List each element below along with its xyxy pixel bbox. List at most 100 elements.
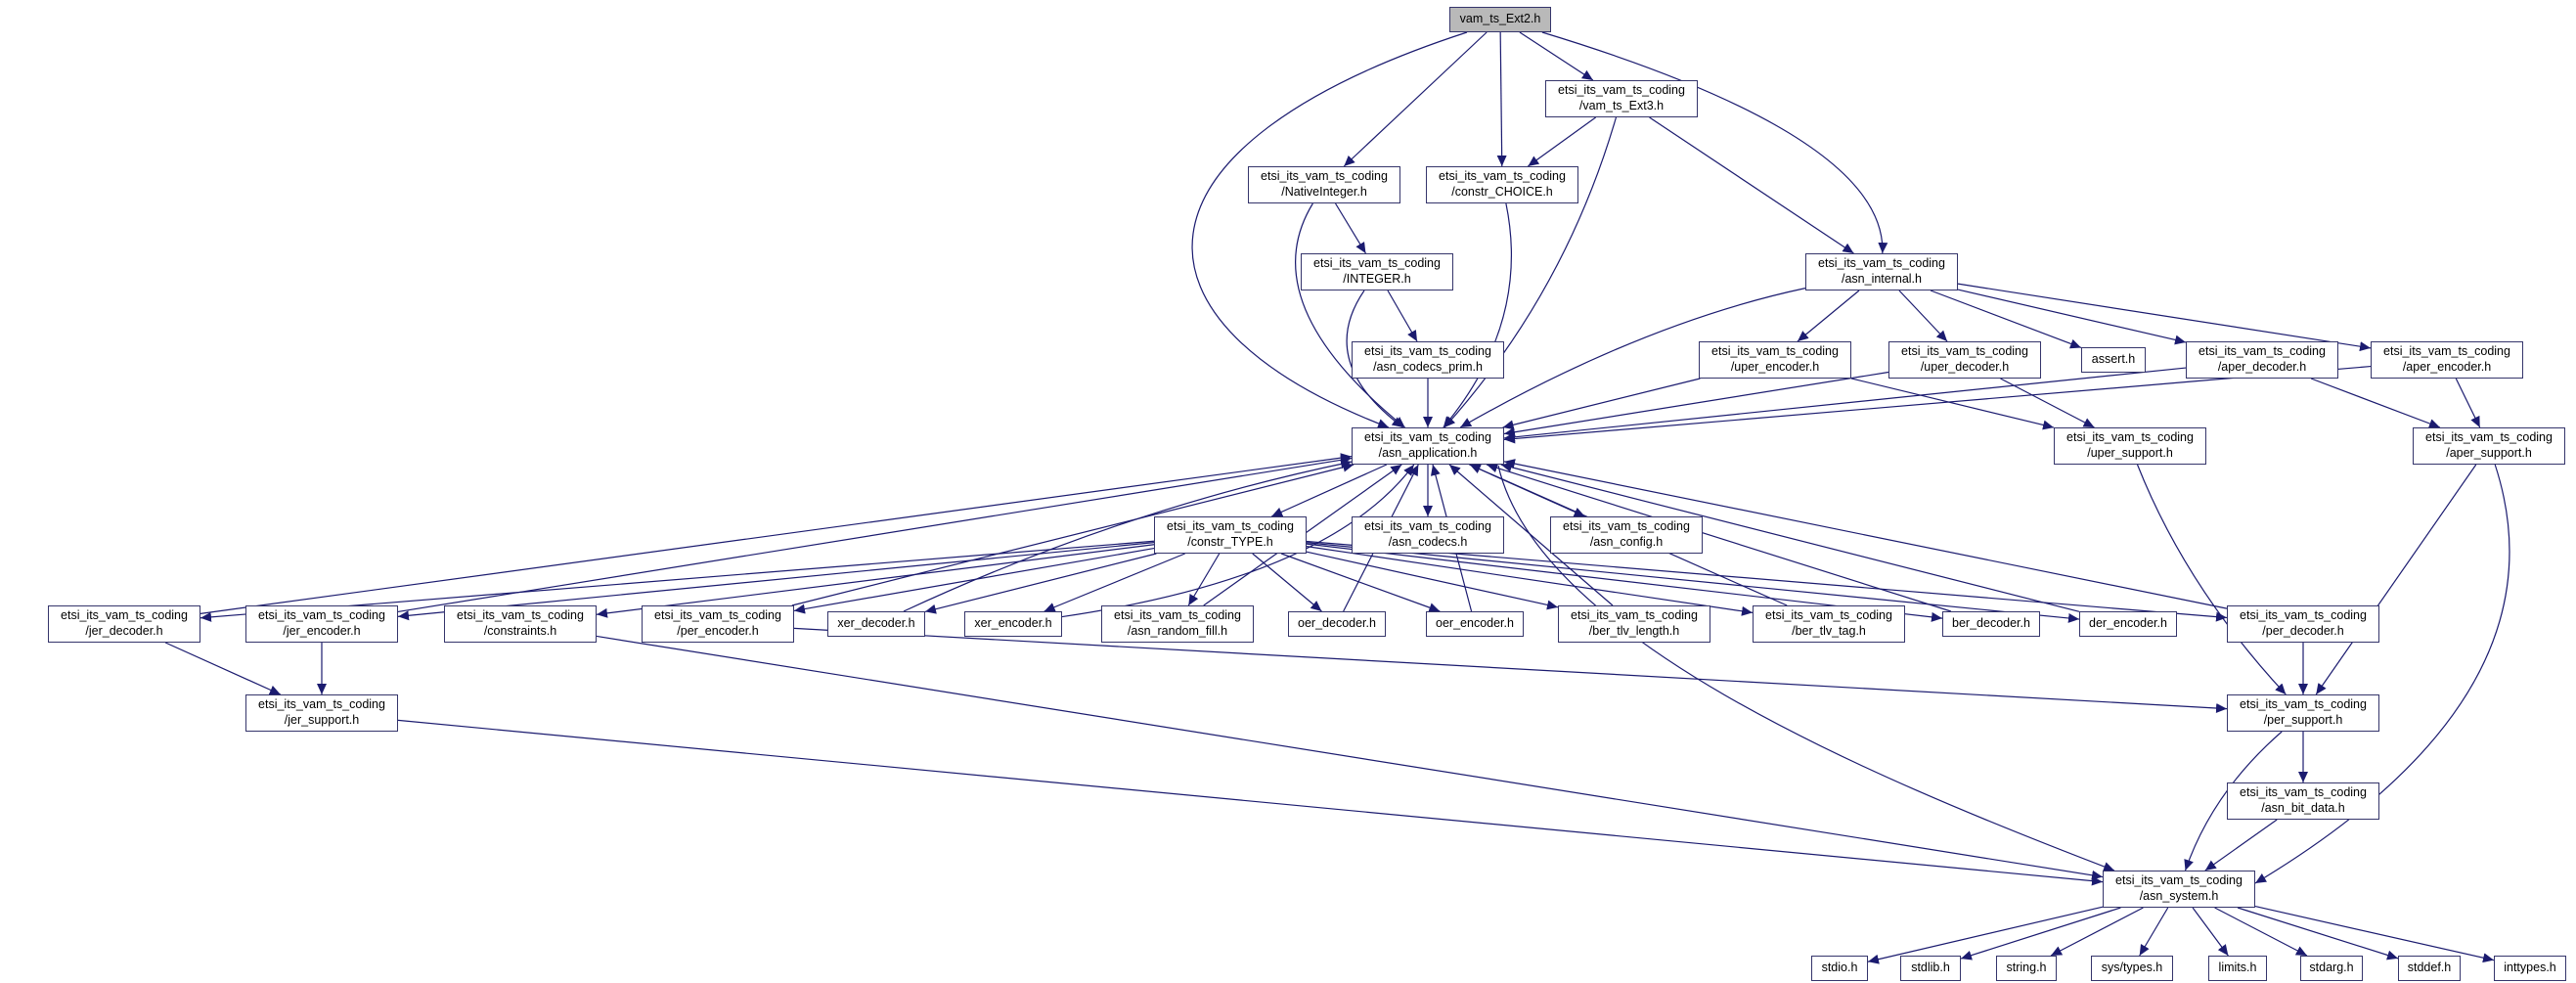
include-edge-jer_decoder_h-to-jer_support_h <box>164 642 282 695</box>
graph-node-constr_TYPE_h[interactable]: etsi_its_vam_ts_coding/constr_TYPE.h <box>1154 516 1307 554</box>
graph-node-xer_decoder_h[interactable]: xer_decoder.h <box>827 611 925 637</box>
include-edge-constraints_h-to-asn_system_h <box>596 635 2104 880</box>
graph-node-label-line: etsi_its_vam_ts_coding <box>1364 430 1491 445</box>
graph-node-label-line: etsi_its_vam_ts_coding <box>2240 697 2367 712</box>
include-edge-asn_internal_h-to-assert_h <box>1930 290 2082 349</box>
graph-node-label-line: etsi_its_vam_ts_coding <box>1765 608 1892 623</box>
graph-node-NativeInteger_h[interactable]: etsi_its_vam_ts_coding/NativeInteger.h <box>1248 166 1400 203</box>
graph-node-inttypes_h[interactable]: inttypes.h <box>2494 956 2566 981</box>
graph-node-asn_random_fill_h[interactable]: etsi_its_vam_ts_coding/asn_random_fill.h <box>1101 605 1254 643</box>
include-edge-asn_system_h-to-string_h <box>2050 907 2144 957</box>
graph-node-label-line: vam_ts_Ext2.h <box>1459 12 1541 26</box>
include-edge-aper_encoder_h-to-asn_application_h <box>1503 365 2372 444</box>
include-edge-per_decoder_h-to-asn_application_h <box>1503 459 2228 609</box>
graph-node-stdlib_h[interactable]: stdlib.h <box>1900 956 1961 981</box>
include-edge-constr_TYPE_h-to-ber_tlv_length_h <box>1306 551 1559 610</box>
graph-node-vam_ts_Ext2_h[interactable]: vam_ts_Ext2.h <box>1449 7 1551 32</box>
graph-node-stdarg_h[interactable]: stdarg.h <box>2300 956 2363 981</box>
graph-node-constraints_h[interactable]: etsi_its_vam_ts_coding/constraints.h <box>444 605 597 643</box>
graph-node-stdio_h[interactable]: stdio.h <box>1811 956 1868 981</box>
include-edge-asn_internal_h-to-uper_encoder_h <box>1797 290 1860 342</box>
include-edge-aper_support_h-to-per_support_h <box>2315 464 2477 695</box>
graph-node-label-line: etsi_its_vam_ts_coding <box>457 608 584 623</box>
graph-node-jer_support_h[interactable]: etsi_its_vam_ts_coding/jer_support.h <box>245 694 398 732</box>
include-edge-asn_system_h-to-stdio_h <box>1867 906 2104 964</box>
graph-node-label-line: /aper_decoder.h <box>2217 360 2307 374</box>
graph-node-label-line: etsi_its_vam_ts_coding <box>1563 519 1690 534</box>
graph-node-label-line: /constr_CHOICE.h <box>1451 185 1553 199</box>
graph-node-per_encoder_h[interactable]: etsi_its_vam_ts_coding/per_encoder.h <box>642 605 794 643</box>
graph-node-sys_types_h[interactable]: sys/types.h <box>2091 956 2173 981</box>
include-edge-asn_internal_h-to-aper_encoder_h <box>1957 283 2372 352</box>
graph-node-uper_decoder_h[interactable]: etsi_its_vam_ts_coding/uper_decoder.h <box>1888 341 2041 379</box>
graph-node-label-line: /INTEGER.h <box>1343 272 1411 286</box>
graph-node-label-line: sys/types.h <box>2101 961 2163 975</box>
graph-node-INTEGER_h[interactable]: etsi_its_vam_ts_coding/INTEGER.h <box>1301 253 1453 290</box>
graph-node-asn_codecs_prim_h[interactable]: etsi_its_vam_ts_coding/asn_codecs_prim.h <box>1352 341 1504 379</box>
graph-node-per_decoder_h[interactable]: etsi_its_vam_ts_coding/per_decoder.h <box>2227 605 2379 643</box>
graph-node-aper_encoder_h[interactable]: etsi_its_vam_ts_coding/aper_encoder.h <box>2371 341 2523 379</box>
graph-node-asn_bit_data_h[interactable]: etsi_its_vam_ts_coding/asn_bit_data.h <box>2227 782 2379 820</box>
graph-node-label-line: etsi_its_vam_ts_coding <box>1439 169 1566 184</box>
include-edge-constr_TYPE_h-to-ber_tlv_tag_h <box>1306 546 1754 616</box>
graph-node-jer_decoder_h[interactable]: etsi_its_vam_ts_coding/jer_decoder.h <box>48 605 200 643</box>
graph-node-label-line: /aper_encoder.h <box>2402 360 2492 374</box>
graph-node-ber_tlv_tag_h[interactable]: etsi_its_vam_ts_coding/ber_tlv_tag.h <box>1753 605 1905 643</box>
graph-node-aper_support_h[interactable]: etsi_its_vam_ts_coding/aper_support.h <box>2413 427 2565 465</box>
graph-node-label-line: /asn_codecs.h <box>1388 535 1468 549</box>
graph-node-uper_support_h[interactable]: etsi_its_vam_ts_coding/uper_support.h <box>2054 427 2206 465</box>
graph-node-per_support_h[interactable]: etsi_its_vam_ts_coding/per_support.h <box>2227 694 2379 732</box>
graph-node-asn_codecs_h[interactable]: etsi_its_vam_ts_coding/asn_codecs.h <box>1352 516 1504 554</box>
graph-node-label-line: oer_encoder.h <box>1436 616 1514 631</box>
graph-node-label-line: /ber_tlv_length.h <box>1588 624 1680 638</box>
graph-node-label-line: limits.h <box>2218 961 2257 975</box>
include-edge-constr_TYPE_h-to-oer_decoder_h <box>1252 553 1322 612</box>
include-edge-asn_internal_h-to-aper_decoder_h <box>1957 289 2187 345</box>
graph-node-label-line: etsi_its_vam_ts_coding <box>1114 608 1241 623</box>
graph-node-ber_tlv_length_h[interactable]: etsi_its_vam_ts_coding/ber_tlv_length.h <box>1558 605 1710 643</box>
graph-node-label-line: /per_decoder.h <box>2262 624 2344 638</box>
graph-node-ber_decoder_h[interactable]: ber_decoder.h <box>1942 611 2040 637</box>
graph-node-label-line: etsi_its_vam_ts_coding <box>1364 519 1491 534</box>
graph-node-label-line: etsi_its_vam_ts_coding <box>1364 344 1491 359</box>
include-edge-vam_ts_Ext3_h-to-constr_CHOICE_h <box>1527 116 1597 167</box>
include-edge-asn_bit_data_h-to-asn_system_h <box>2204 819 2278 871</box>
graph-node-stddef_h[interactable]: stddef.h <box>2398 956 2461 981</box>
graph-node-label-line: /uper_support.h <box>2087 446 2173 460</box>
graph-node-der_encoder_h[interactable]: der_encoder.h <box>2079 611 2177 637</box>
include-edge-constr_TYPE_h-to-asn_random_fill_h <box>1187 553 1221 606</box>
graph-node-label-line: /per_encoder.h <box>677 624 759 638</box>
graph-node-vam_ts_Ext3_h[interactable]: etsi_its_vam_ts_coding/vam_ts_Ext3.h <box>1545 80 1698 117</box>
graph-node-label-line: /asn_application.h <box>1378 446 1478 460</box>
include-edge-aper_support_h-to-asn_system_h <box>2254 464 2510 884</box>
include-edge-vam_ts_Ext2_h-to-NativeInteger_h <box>1343 31 1488 167</box>
graph-node-oer_decoder_h[interactable]: oer_decoder.h <box>1288 611 1386 637</box>
graph-node-oer_encoder_h[interactable]: oer_encoder.h <box>1426 611 1524 637</box>
graph-node-label-line: etsi_its_vam_ts_coding <box>258 608 385 623</box>
graph-node-label-line: /jer_encoder.h <box>283 624 361 638</box>
include-edge-INTEGER_h-to-asn_codecs_prim_h <box>1387 290 1418 342</box>
graph-node-asn_config_h[interactable]: etsi_its_vam_ts_coding/asn_config.h <box>1550 516 1703 554</box>
graph-node-constr_CHOICE_h[interactable]: etsi_its_vam_ts_coding/constr_CHOICE.h <box>1426 166 1578 203</box>
graph-node-asn_internal_h[interactable]: etsi_its_vam_ts_coding/asn_internal.h <box>1805 253 1958 290</box>
graph-node-aper_decoder_h[interactable]: etsi_its_vam_ts_coding/aper_decoder.h <box>2186 341 2338 379</box>
graph-node-label-line: etsi_its_vam_ts_coding <box>2198 344 2326 359</box>
include-edge-jer_support_h-to-asn_system_h <box>397 719 2104 886</box>
include-edge-vam_ts_Ext2_h-to-asn_application_h <box>1191 31 1468 428</box>
graph-node-string_h[interactable]: string.h <box>1996 956 2057 981</box>
graph-node-label-line: etsi_its_vam_ts_coding <box>1167 519 1294 534</box>
graph-node-asn_system_h[interactable]: etsi_its_vam_ts_coding/asn_system.h <box>2103 871 2255 908</box>
graph-node-limits_h[interactable]: limits.h <box>2208 956 2267 981</box>
graph-node-xer_encoder_h[interactable]: xer_encoder.h <box>964 611 1062 637</box>
graph-node-jer_encoder_h[interactable]: etsi_its_vam_ts_coding/jer_encoder.h <box>245 605 398 643</box>
graph-node-assert_h[interactable]: assert.h <box>2081 347 2146 373</box>
graph-node-label-line: /uper_decoder.h <box>1920 360 2010 374</box>
include-edge-NativeInteger_h-to-INTEGER_h <box>1335 202 1366 254</box>
include-edge-asn_system_h-to-sys_types_h <box>2139 907 2169 957</box>
graph-node-uper_encoder_h[interactable]: etsi_its_vam_ts_coding/uper_encoder.h <box>1699 341 1851 379</box>
graph-node-asn_application_h[interactable]: etsi_its_vam_ts_coding/asn_application.h <box>1352 427 1504 465</box>
graph-node-label-line: inttypes.h <box>2504 961 2556 975</box>
include-edge-asn_system_h-to-stdarg_h <box>2214 907 2308 957</box>
graph-node-label-line: /aper_support.h <box>2446 446 2532 460</box>
